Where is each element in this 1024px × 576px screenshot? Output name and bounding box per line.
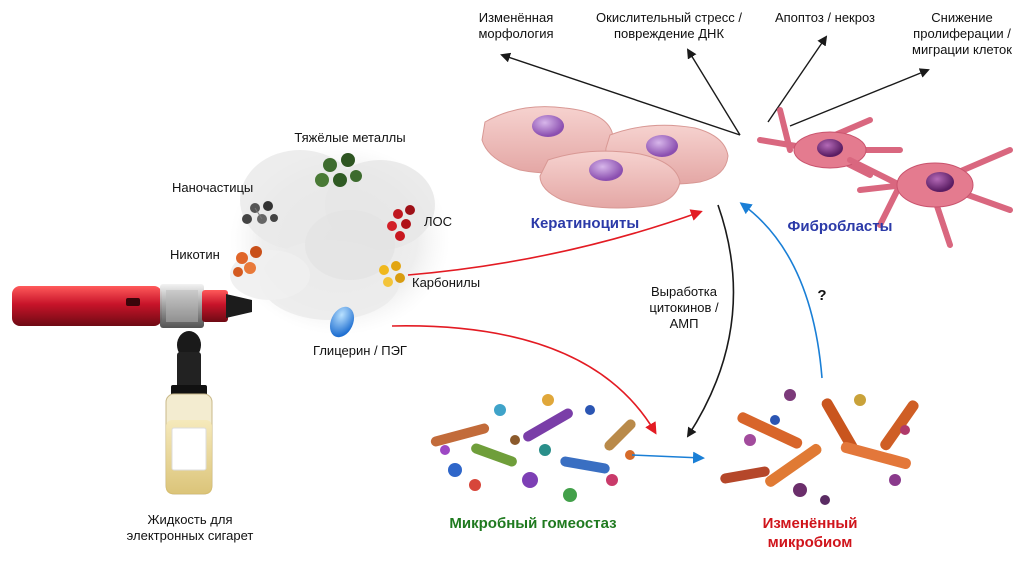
arrow-to-apoptosis xyxy=(767,35,828,123)
arrow-microbiome-to-fibroblasts xyxy=(739,202,823,379)
glycerin-capsule xyxy=(329,306,355,338)
label-nicotine: Никотин xyxy=(170,247,220,262)
e-cigarette-device xyxy=(12,284,252,328)
arrow-to-morphology xyxy=(500,52,741,136)
label-altered-morphology: Изменённая морфология xyxy=(478,10,554,41)
label-reduced-proliferation: Снижение пролиферации / миграции клеток xyxy=(912,10,1012,57)
label-heavy-metals: Тяжёлые металлы xyxy=(294,130,406,145)
arrow-to-oxidative xyxy=(686,48,741,136)
keratinocytes-illustration xyxy=(481,106,729,209)
arrow-keratinocytes-to-microbiome xyxy=(686,204,735,438)
arrow-vapor-to-keratinocytes xyxy=(407,209,703,276)
label-microbial-homeostasis: Микробный гомеостаз xyxy=(449,515,617,532)
label-keratinocytes: Кератиноциты xyxy=(530,215,640,232)
label-e-liquid: Жидкость для электронных сигарет xyxy=(126,512,254,543)
label-voc: ЛОС xyxy=(424,214,453,229)
heavy-metals-molecule xyxy=(315,153,362,187)
arrow-homeostasis-to-altered xyxy=(631,451,705,464)
fibroblasts-illustration xyxy=(757,107,1013,248)
label-carbonyls: Карбонилы xyxy=(412,275,481,290)
label-apoptosis: Апоптоз / некроз xyxy=(774,10,876,25)
label-fibroblasts: Фибробласты xyxy=(787,218,893,235)
voc-molecule xyxy=(387,205,415,241)
microbial-homeostasis-illustration xyxy=(430,394,636,502)
nanoparticles-molecule xyxy=(242,201,278,224)
effect-arrows xyxy=(500,35,930,136)
label-altered-microbiome: Изменённый микробиом xyxy=(762,515,858,551)
arrow-to-proliferation xyxy=(789,68,930,127)
label-oxidative-stress: Окислительный стресс / повреждение ДНК xyxy=(596,10,742,41)
label-cytokines: Выработка цитокинов / АМП xyxy=(649,284,719,331)
carbonyls-molecule xyxy=(379,261,405,287)
label-glycerin-peg: Глицерин / ПЭГ xyxy=(313,343,407,358)
label-question-mark: ? xyxy=(817,287,827,304)
arrow-vapor-to-microbiome xyxy=(391,325,657,435)
altered-microbiome-illustration xyxy=(720,389,919,505)
e-liquid-bottle xyxy=(165,331,213,495)
label-nanoparticles: Наночастицы xyxy=(172,180,254,195)
nicotine-molecule xyxy=(233,246,262,277)
